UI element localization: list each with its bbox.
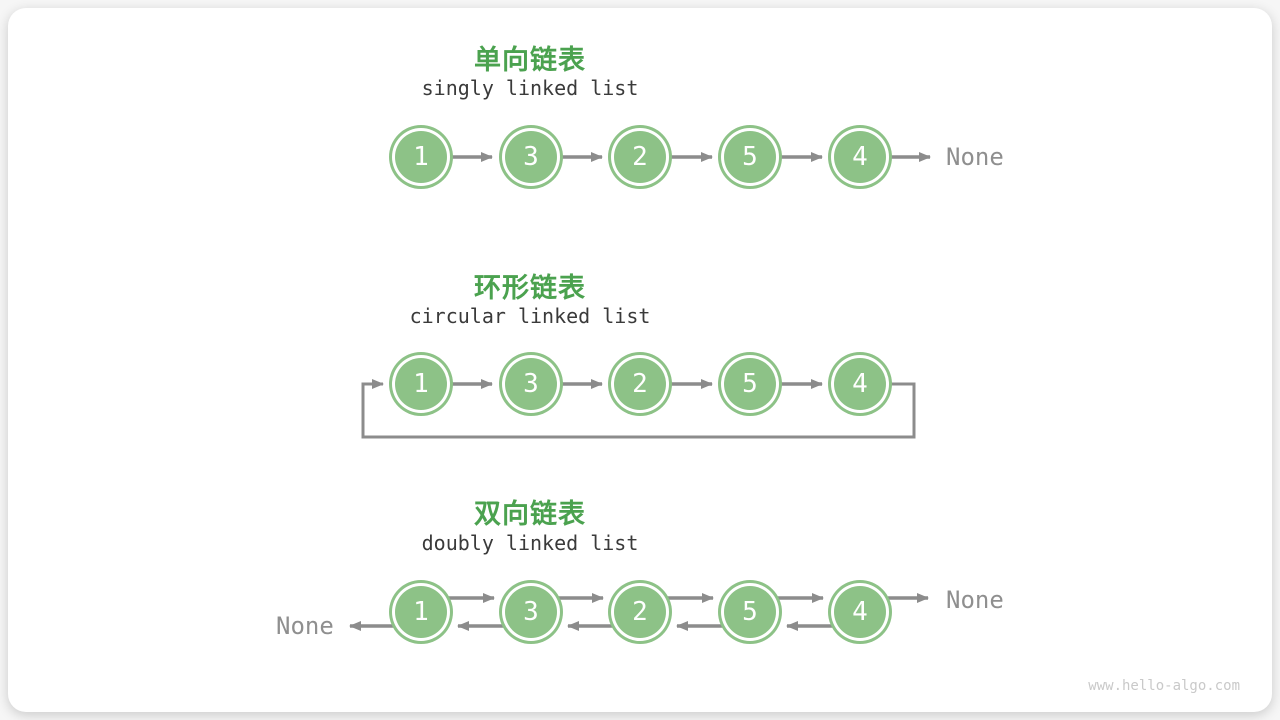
node-value: 5 xyxy=(742,369,758,399)
circular-node-1: 3 xyxy=(505,358,557,410)
doubly-title-en: doubly linked list xyxy=(421,531,639,555)
circular-node-2: 2 xyxy=(614,358,666,410)
singly-node-3: 5 xyxy=(724,131,776,183)
node-value: 3 xyxy=(523,142,539,172)
singly-title-zh: 单向链表 xyxy=(474,45,586,76)
watermark: www.hello-algo.com xyxy=(1088,678,1240,694)
circular-node-0: 1 xyxy=(395,358,447,410)
node-value: 2 xyxy=(632,142,648,172)
doubly-node-3: 5 xyxy=(724,586,776,638)
node-value: 1 xyxy=(413,142,429,172)
singly-node-2: 2 xyxy=(614,131,666,183)
singly-title-en: singly linked list xyxy=(421,76,639,100)
circular-node-4: 4 xyxy=(834,358,886,410)
node-value: 5 xyxy=(742,597,758,627)
singly-node-1: 3 xyxy=(505,131,557,183)
circular-title-en: circular linked list xyxy=(409,304,651,328)
doubly-node-2: 2 xyxy=(614,586,666,638)
singly-node-4: 4 xyxy=(834,131,886,183)
node-value: 4 xyxy=(852,369,868,399)
doubly-title-zh: 双向链表 xyxy=(474,499,586,530)
doubly-head-none-label: None xyxy=(276,612,334,640)
node-value: 3 xyxy=(523,369,539,399)
node-value: 1 xyxy=(413,369,429,399)
node-value: 4 xyxy=(852,142,868,172)
node-value: 3 xyxy=(523,597,539,627)
doubly-node-4: 4 xyxy=(834,586,886,638)
node-value: 4 xyxy=(852,597,868,627)
singly-node-0: 1 xyxy=(395,131,447,183)
circular-node-3: 5 xyxy=(724,358,776,410)
node-value: 1 xyxy=(413,597,429,627)
circular-title-zh: 环形链表 xyxy=(474,273,586,304)
singly-tail-none-label: None xyxy=(946,143,1004,171)
node-value: 2 xyxy=(632,369,648,399)
doubly-node-1: 3 xyxy=(505,586,557,638)
node-value: 5 xyxy=(742,142,758,172)
doubly-node-0: 1 xyxy=(395,586,447,638)
node-value: 2 xyxy=(632,597,648,627)
doubly-tail-none-label: None xyxy=(946,586,1004,614)
